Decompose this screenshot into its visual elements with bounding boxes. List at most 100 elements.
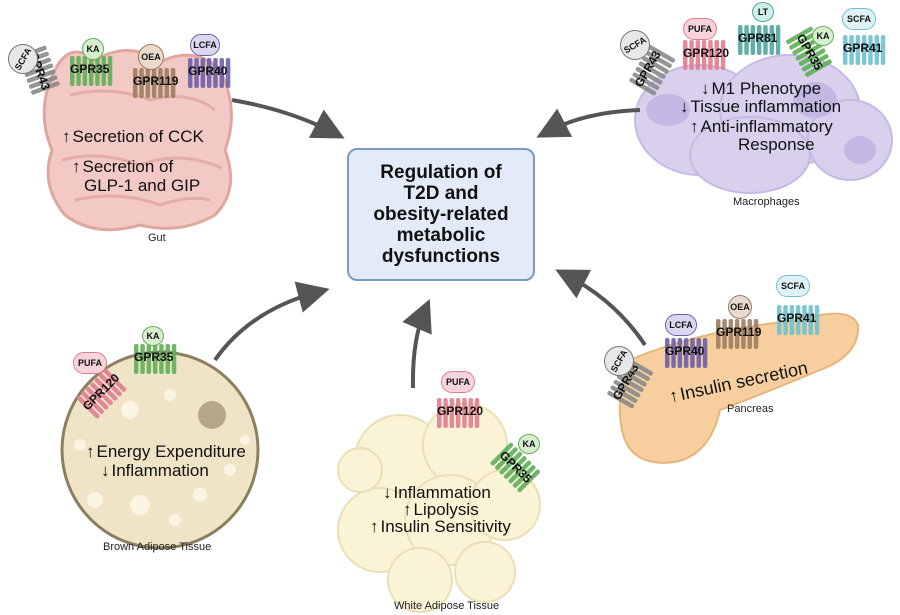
- receptor-helix: [880, 35, 886, 65]
- receptor-helix: [134, 344, 139, 374]
- receptor-helix: [165, 344, 170, 374]
- macrophages-receptor-gpr81: GPR81: [738, 31, 778, 45]
- receptor-helix: [508, 460, 532, 484]
- receptor-helix: [610, 385, 638, 403]
- receptor-helix: [462, 398, 467, 428]
- receptor-helix: [449, 398, 455, 428]
- arrow-macrophages-to-center: [536, 108, 641, 138]
- receptor-helix: [702, 338, 708, 368]
- white-adipose-effect-insulin: Insulin Sensitivity: [370, 517, 511, 537]
- receptor-helix: [783, 305, 788, 335]
- central-outcome-box: Regulation of T2D and obesity-related me…: [347, 148, 535, 281]
- receptor-helix: [213, 58, 218, 88]
- receptor-helix: [499, 451, 523, 475]
- receptor-helix: [763, 25, 768, 55]
- receptor-helix: [801, 53, 829, 72]
- receptor-helix: [437, 398, 442, 428]
- receptor-helix: [490, 442, 514, 466]
- receptor-helix: [188, 58, 193, 88]
- receptor-helix: [70, 56, 75, 86]
- receptor-helix: [750, 25, 756, 55]
- receptor-helix: [94, 377, 118, 401]
- receptor-helix: [769, 25, 774, 55]
- receptor-helix: [107, 56, 113, 86]
- receptor-helix: [696, 338, 701, 368]
- receptor-helix: [28, 75, 58, 89]
- macrophages-effect-m1: M1 Phenotype: [701, 79, 822, 99]
- receptor-helices-gpr40: [188, 58, 231, 88]
- gut-ligand-oea: OEA: [138, 44, 164, 70]
- receptor-helix: [76, 395, 100, 419]
- brown-adipose-ligand-pufa: PUFA: [73, 352, 107, 374]
- receptor-helix: [194, 58, 199, 88]
- receptor-helix: [164, 68, 169, 98]
- receptor-helix: [90, 382, 113, 406]
- macrophages-ligand-lt: LT: [752, 2, 774, 22]
- receptor-helix: [635, 66, 663, 85]
- receptor-helix: [629, 77, 657, 96]
- receptor-helix: [789, 305, 795, 335]
- macrophages-ligand-ka: KA: [812, 26, 834, 46]
- receptor-helix: [683, 40, 688, 70]
- receptor-helix: [855, 35, 861, 65]
- receptor-helix: [171, 344, 177, 374]
- gut-effect-glp1-gip: GLP-1 and GIP: [84, 176, 201, 195]
- receptor-helices-gpr120: [437, 398, 480, 428]
- macrophages-effect-response: Response: [738, 135, 815, 154]
- receptor-helix: [789, 32, 817, 50]
- receptor-helix: [101, 56, 106, 86]
- pancreas-ligand-lcfa: LCFA: [665, 314, 697, 336]
- brown-adipose-receptor-gpr35: GPR35: [134, 350, 174, 364]
- receptor-helix: [139, 68, 144, 98]
- receptor-helix: [26, 69, 56, 83]
- receptor-helix: [219, 58, 224, 88]
- pancreas-receptor-gpr40: GPR40: [665, 344, 705, 358]
- receptor-helices-gpr35: [70, 56, 113, 86]
- receptor-helix: [648, 45, 676, 63]
- receptor-helices-gpr35: [490, 442, 541, 493]
- receptor-helix: [695, 40, 701, 70]
- receptor-helix: [146, 344, 152, 374]
- macrophages-receptor-gpr41: GPR41: [843, 41, 883, 55]
- receptor-helix: [849, 35, 854, 65]
- receptor-helix: [795, 43, 823, 61]
- receptor-helix: [494, 447, 518, 470]
- receptor-helices-gpr35: [134, 344, 177, 374]
- receptor-helix: [734, 319, 740, 349]
- receptor-helix: [512, 465, 536, 488]
- white-adipose-ligand-pufa: PUFA: [441, 371, 475, 393]
- receptor-helix: [474, 398, 480, 428]
- receptor-helix: [88, 56, 94, 86]
- receptor-helix: [798, 48, 826, 66]
- receptor-helix: [82, 56, 88, 86]
- receptor-helix: [76, 56, 81, 86]
- receptor-helix: [455, 398, 461, 428]
- gut-effect-secretion: Secretion of: [72, 157, 174, 177]
- receptor-helices-gpr40: [665, 338, 708, 368]
- pancreas-receptor-gpr119: GPR119: [716, 325, 762, 339]
- receptor-helix: [683, 338, 689, 368]
- macrophages-caption: Macrophages: [733, 196, 800, 208]
- flow-arrows: [213, 98, 647, 389]
- receptor-helix: [517, 469, 541, 493]
- receptor-helix: [85, 386, 109, 410]
- receptor-helix: [225, 58, 231, 88]
- receptor-helix: [200, 58, 206, 88]
- receptor-helix: [802, 305, 807, 335]
- receptor-helix: [151, 68, 157, 98]
- receptor-helices-gpr120: [76, 368, 127, 419]
- receptor-helix: [607, 390, 635, 409]
- receptor-helix: [613, 379, 641, 398]
- receptor-helix: [714, 40, 719, 70]
- receptor-helix: [701, 40, 707, 70]
- receptor-helix: [753, 319, 759, 349]
- pancreas-receptor-gpr41: GPR41: [777, 311, 817, 325]
- receptor-helix: [158, 68, 163, 98]
- receptor-helix: [741, 319, 746, 349]
- receptor-helix: [671, 338, 676, 368]
- gut-ligand-lcfa: LCFA: [190, 34, 220, 56]
- receptor-helix: [152, 344, 158, 374]
- receptor-helices-gpr119: [716, 319, 759, 349]
- receptor-helix: [795, 305, 801, 335]
- receptor-helix: [689, 40, 694, 70]
